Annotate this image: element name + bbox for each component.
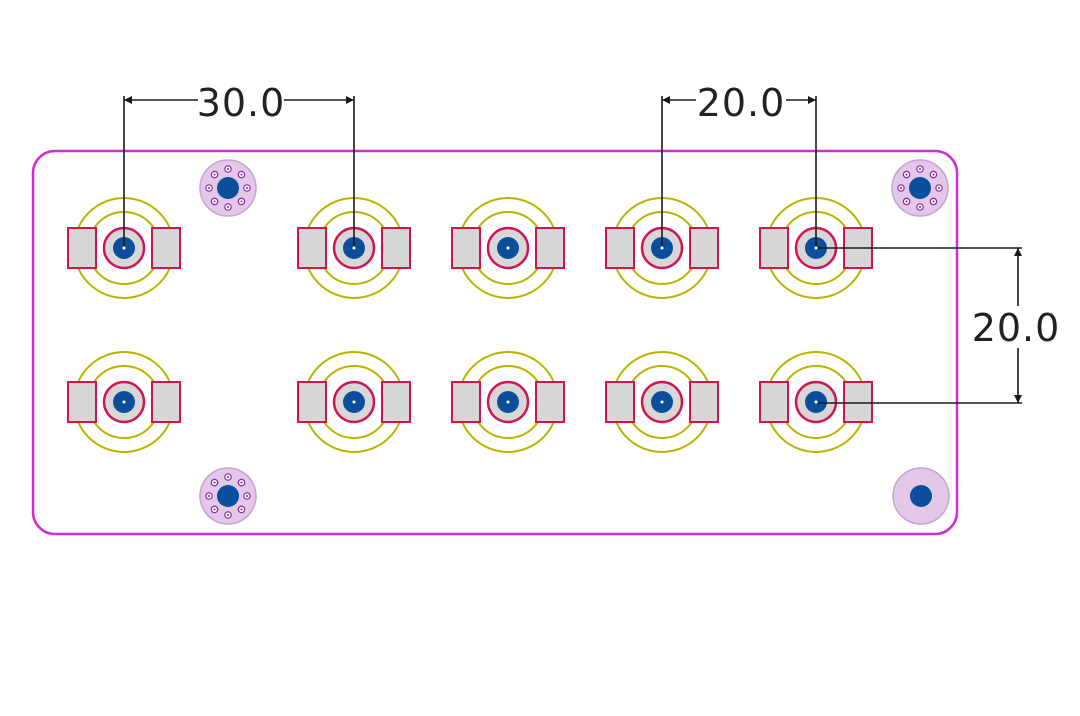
via-hole [227,168,229,170]
mounting-hole-top-left [199,159,257,217]
dimension-label: 30.0 [197,81,286,125]
smd-pad-left [297,227,327,269]
smd-pad-left [605,227,635,269]
smd-pad-right [151,227,181,269]
smd-pad-left [67,227,97,269]
via-hole [208,495,210,497]
via-hole [213,481,216,484]
drill-center-mark [122,246,126,250]
smd-pad-right [843,381,873,423]
via-hole [246,187,248,189]
component [297,197,411,299]
component [297,351,411,453]
component [451,197,565,299]
drill-center-mark [352,400,356,404]
component [605,351,719,453]
smd-pad-right [689,227,719,269]
drill-center-mark [814,246,818,250]
smd-pad-right [381,381,411,423]
drill-center-mark [506,246,510,250]
mounting-holes [199,159,950,525]
dimension-horizontal-right: 20.0 [661,81,817,246]
via-hole [240,481,243,484]
smd-pad-right [151,381,181,423]
mounting-drill [217,177,239,199]
via-hole [208,187,210,189]
via-hole [932,200,935,203]
drill-center-mark [814,400,818,404]
via-hole [240,173,243,176]
component-grid [67,197,873,453]
via-hole [900,187,902,189]
drill-center-mark [506,400,510,404]
component [67,351,181,453]
mounting-drill [910,485,932,507]
dimension-vertical-right: 20.0 [818,247,1061,404]
smd-pad-left [451,381,481,423]
via-hole [213,173,216,176]
drill-center-mark [660,246,664,250]
mounting-hole-bottom-left [199,467,257,525]
via-hole [240,200,243,203]
smd-pad-right [535,381,565,423]
smd-pad-right [381,227,411,269]
dimension-label: 20.0 [972,306,1061,350]
smd-pad-left [451,227,481,269]
smd-pad-left [759,381,789,423]
via-hole [905,200,908,203]
via-hole [919,206,921,208]
component [451,351,565,453]
dimension-label: 20.0 [697,81,786,125]
drill-center-mark [660,400,664,404]
drill-center-mark [352,246,356,250]
via-hole [932,173,935,176]
via-hole [227,476,229,478]
smd-pad-left [67,381,97,423]
smd-pad-right [689,381,719,423]
mounting-hole-bottom-right [892,467,950,525]
smd-pad-left [605,381,635,423]
via-hole [919,168,921,170]
via-hole [213,200,216,203]
via-hole [240,508,243,511]
mounting-drill [217,485,239,507]
via-hole [246,495,248,497]
via-hole [213,508,216,511]
smd-pad-left [297,381,327,423]
smd-pad-right [535,227,565,269]
dimension-horizontal-left: 30.0 [123,81,355,246]
mounting-drill [909,177,931,199]
mounting-hole-top-right [891,159,949,217]
via-hole [227,514,229,516]
via-hole [905,173,908,176]
smd-pad-left [759,227,789,269]
via-hole [227,206,229,208]
drill-center-mark [122,400,126,404]
component [759,351,873,453]
via-hole [938,187,940,189]
board-outline [31,149,959,536]
